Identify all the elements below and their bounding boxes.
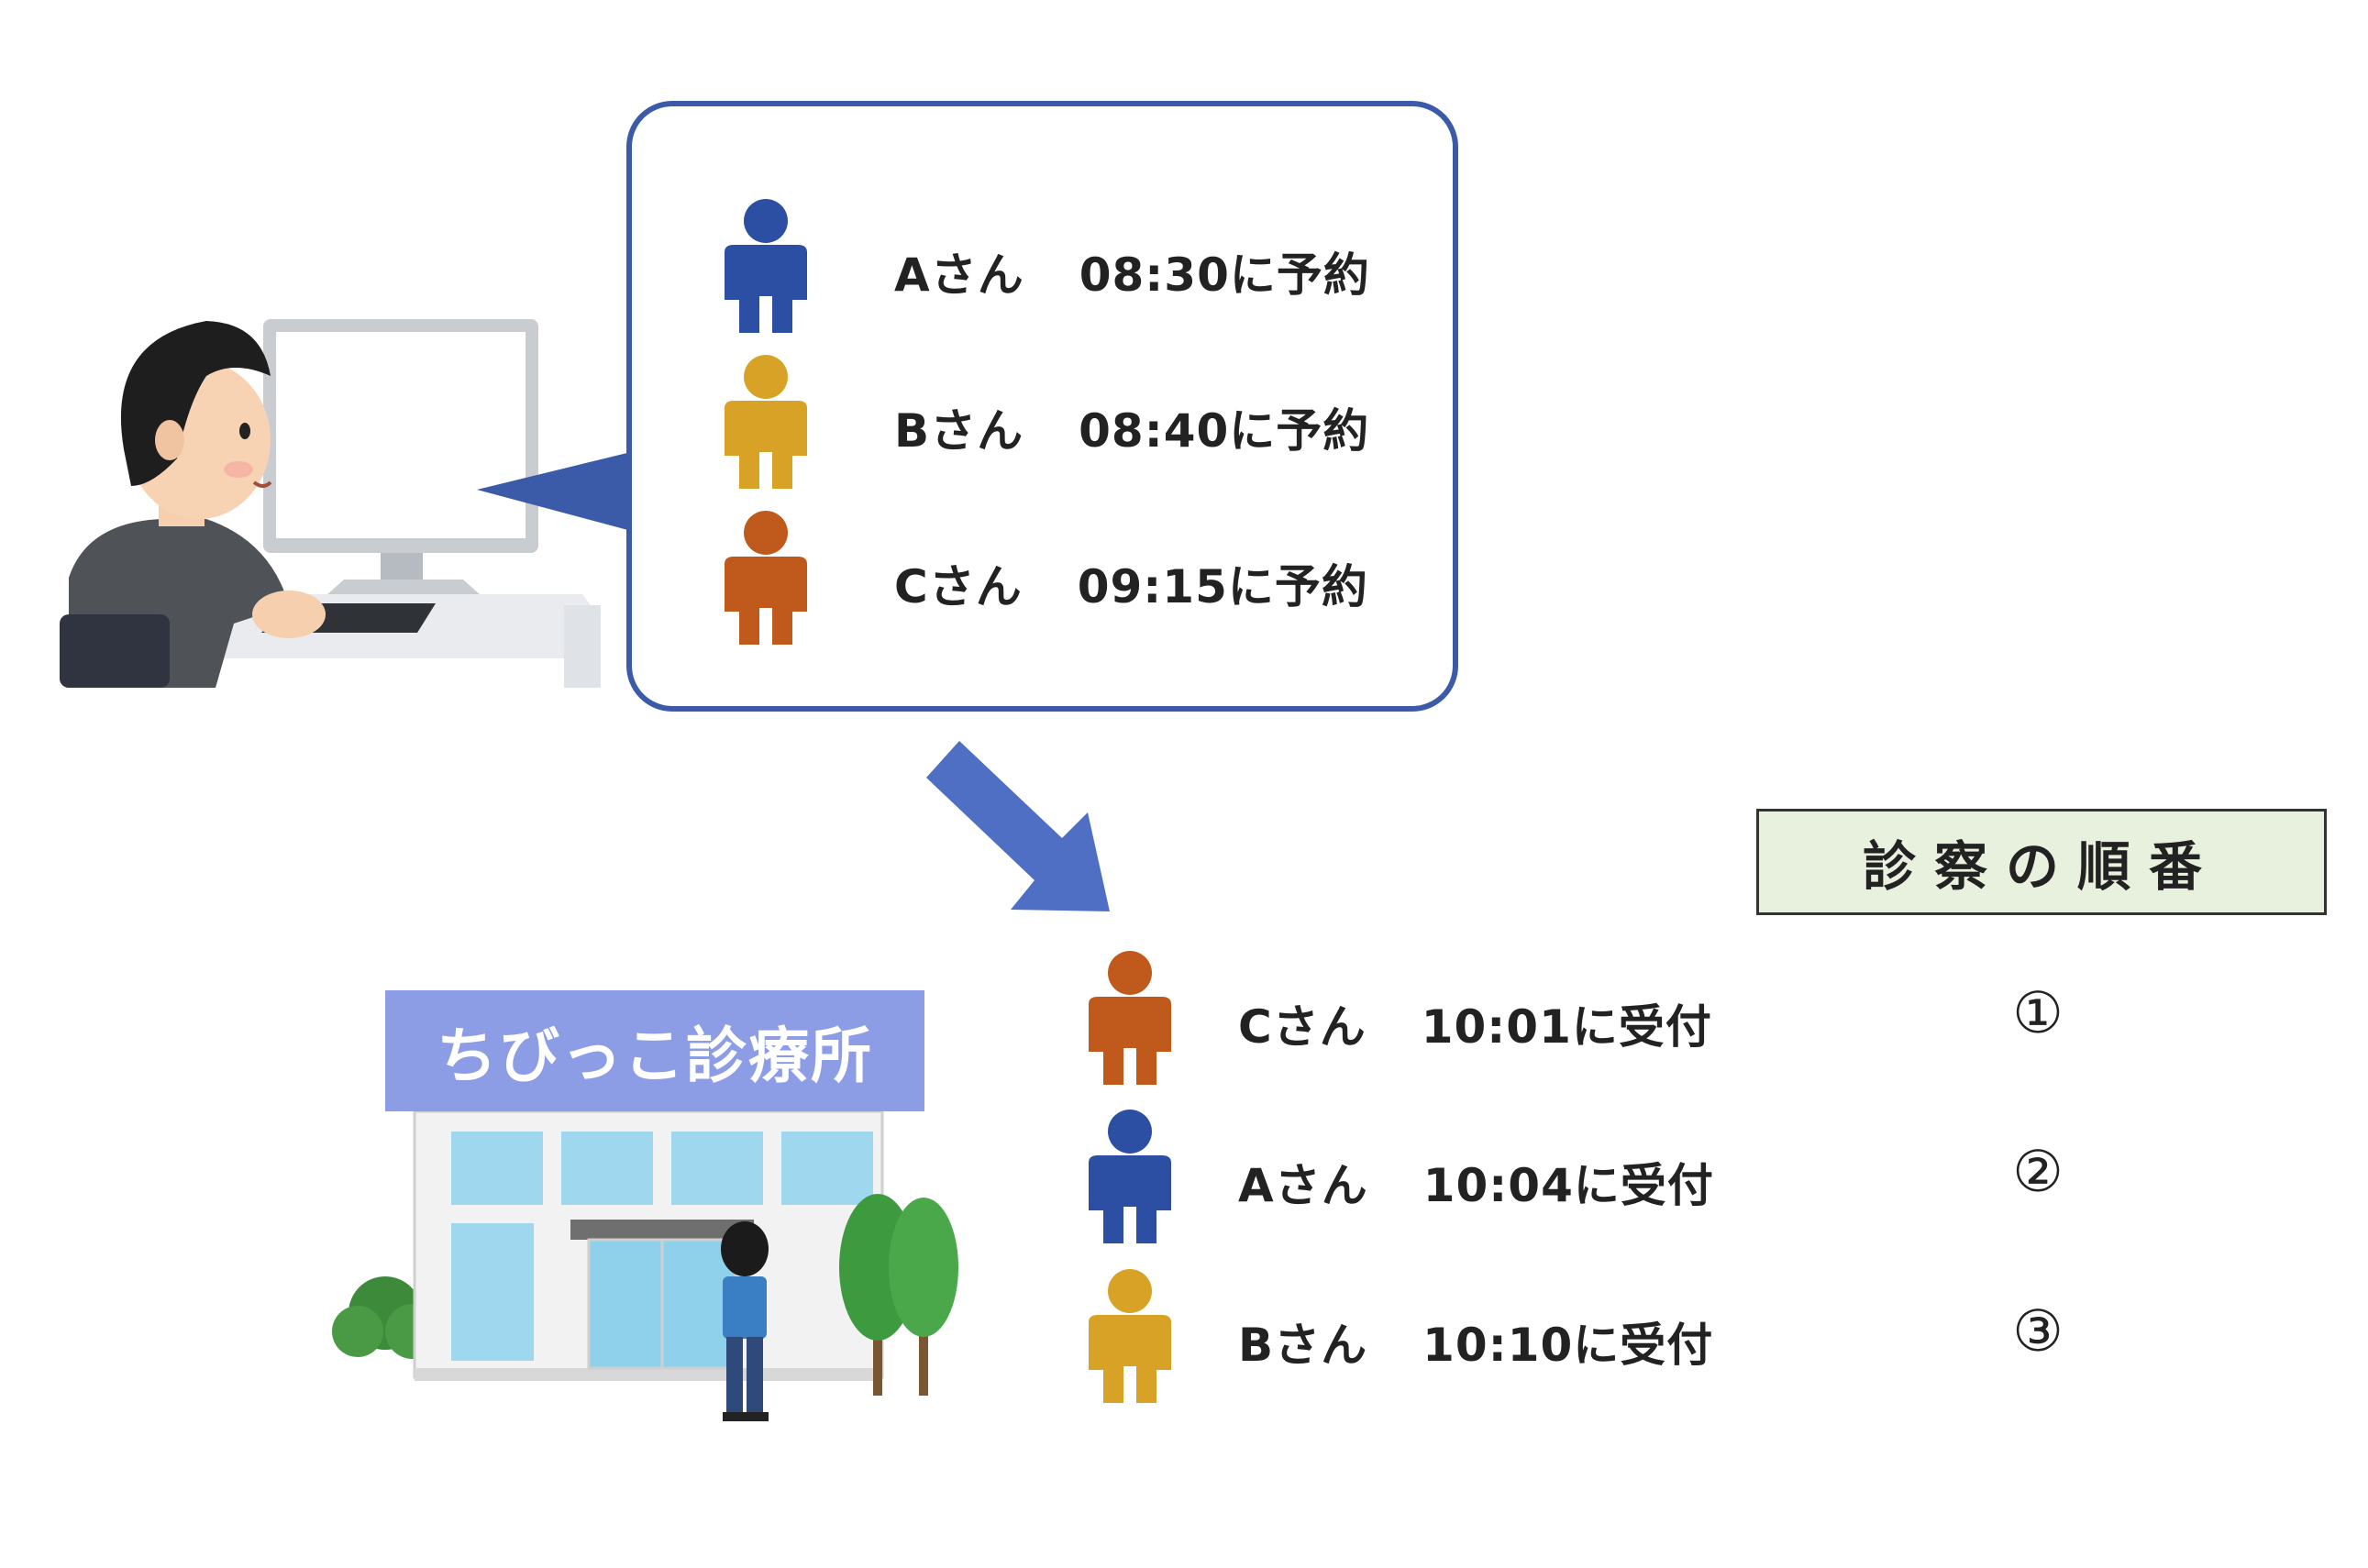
clinic-building-illustration — [332, 1111, 958, 1421]
reservation-name: Bさん — [894, 404, 1024, 458]
checkin-row-c: Cさん 10:01に受付 — [1238, 990, 1712, 1056]
order-header-label: 診察の順番 — [1862, 835, 2220, 898]
checkin-row-b: Bさん 10:10に受付 — [1238, 1309, 1713, 1375]
checkin-time: 10:01に受付 — [1421, 1000, 1712, 1054]
reservation-row-b: Bさん 08:40に予約 — [894, 394, 1369, 460]
reservation-row-c: Cさん 09:15に予約 — [894, 550, 1368, 616]
order-number-2: ② — [2012, 1138, 2064, 1205]
order-number-3: ③ — [2012, 1297, 2064, 1364]
checkin-time: 10:04に受付 — [1422, 1159, 1714, 1212]
clinic-name-sign: ちびっこ診療所 — [385, 990, 924, 1111]
checkin-name: Aさん — [1238, 1159, 1368, 1212]
person-icon-c-reservation — [725, 511, 807, 645]
reservation-time: 08:40に予約 — [1079, 404, 1370, 458]
person-at-computer-illustration — [60, 319, 601, 688]
consultation-order-header: 診察の順番 — [1756, 809, 2327, 915]
reservation-time: 08:30に予約 — [1079, 248, 1370, 302]
clinic-name: ちびっこ診療所 — [437, 1021, 873, 1091]
reservation-name: Cさん — [894, 560, 1023, 613]
reservation-name: Aさん — [894, 248, 1024, 302]
reservation-time: 09:15に予約 — [1077, 560, 1368, 613]
reservation-row-a: Aさん 08:30に予約 — [894, 238, 1370, 304]
person-icon-a-checkin — [1089, 1110, 1171, 1243]
speech-bubble-pointer — [477, 451, 635, 532]
checkin-name: Bさん — [1238, 1319, 1368, 1372]
person-icon-c-checkin — [1089, 951, 1171, 1085]
order-number-1: ① — [2012, 979, 2064, 1046]
flow-arrow-icon — [926, 741, 1110, 911]
person-icon-b-reservation — [725, 355, 807, 489]
checkin-row-a: Aさん 10:04に受付 — [1238, 1149, 1714, 1215]
person-icon-b-checkin — [1089, 1269, 1171, 1403]
checkin-time: 10:10に受付 — [1422, 1319, 1714, 1372]
person-icon-a-reservation — [725, 199, 807, 333]
checkin-name: Cさん — [1238, 1000, 1367, 1054]
